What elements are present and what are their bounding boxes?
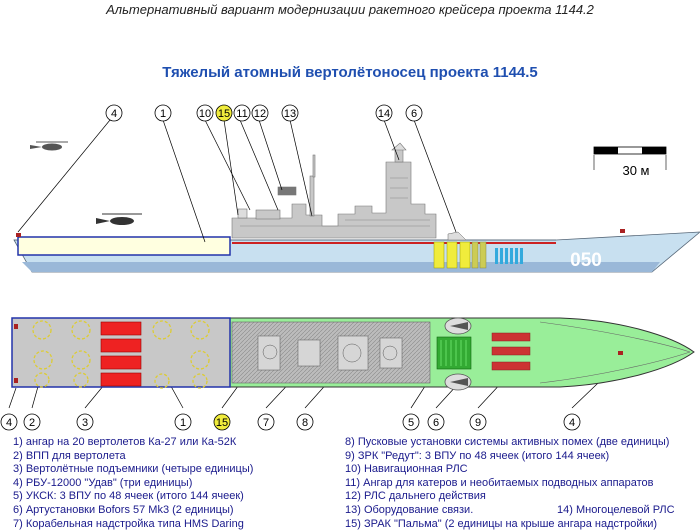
- legend-item: 15) ЗРАК "Пальма" (2 единицы на крыше ан…: [345, 517, 658, 530]
- callout-circle: [405, 104, 423, 122]
- legend-left: 1) ангар на 20 вертолетов Ка-27 или Ка-5…: [13, 436, 253, 531]
- callout-number: 10: [199, 108, 211, 120]
- legend-item: 13) Оборудование связи.: [345, 503, 474, 516]
- legend-item: 4) РБУ-12000 "Удав" (три единицы): [13, 476, 193, 489]
- callout-number: 4: [111, 108, 117, 120]
- callout-circle: [296, 413, 314, 431]
- callout-number: 6: [411, 108, 417, 120]
- callout-number: 3: [82, 417, 88, 429]
- callout-circle: [469, 413, 487, 431]
- legend-item: 2) ВПП для вертолета: [13, 449, 126, 462]
- legend-item-14: 14) Многоцелевой РЛС: [557, 504, 675, 516]
- diagram-title: Тяжелый атомный вертолётоносец проекта 1…: [162, 64, 538, 81]
- callout-circle: [215, 104, 233, 122]
- side-hull-lower: [22, 262, 660, 272]
- side-rbu-aft: [16, 233, 21, 237]
- plan-lifts: [100, 321, 142, 387]
- callout-number: 1: [180, 417, 186, 429]
- plan-bofors-turrets: [444, 317, 472, 391]
- hull-number: 050: [570, 250, 602, 271]
- helicopter-icon: [30, 141, 68, 151]
- callout-number: 15: [218, 108, 230, 120]
- callout-circle: [0, 413, 18, 431]
- callout-circle: [105, 104, 123, 122]
- legend-item: 7) Корабельная надстройка типа HMS Darin…: [13, 517, 244, 530]
- legend-item: 1) ангар на 20 вертолетов Ка-27 или Ка-5…: [13, 436, 237, 448]
- callout-number: 2: [29, 417, 35, 429]
- scale-label: 30 м: [622, 163, 649, 178]
- helicopter-icon: [96, 213, 142, 225]
- callout-number: 5: [408, 417, 414, 429]
- callout-number: 9: [475, 417, 481, 429]
- callout-circle: [233, 104, 251, 122]
- callout-circle: [563, 413, 581, 431]
- callout-circle: [154, 104, 172, 122]
- legend-item: 6) Артустановки Bofors 57 Mk3 (2 единицы…: [13, 503, 234, 516]
- callout-circle: [402, 413, 420, 431]
- callout-circle: [23, 413, 41, 431]
- callout-number: 15: [216, 417, 228, 429]
- scale-bar: 30 м: [593, 146, 667, 178]
- callout-number: 11: [236, 108, 247, 120]
- callout-circle: [427, 413, 445, 431]
- callout-number: 8: [302, 417, 308, 429]
- callout-circle: [251, 104, 269, 122]
- side-leader-lines: [17, 119, 457, 243]
- callout-circle: [375, 104, 393, 122]
- callout-number: 1: [160, 108, 166, 120]
- callout-circle: [76, 413, 94, 431]
- legend-item: 9) ЗРК "Редут": 3 ВПУ по 48 ячеек (итого…: [345, 449, 610, 462]
- callout-number: 6: [433, 417, 439, 429]
- callout-number: 12: [254, 108, 266, 120]
- legend-item: 3) Вертолётные подъемники (четыре единиц…: [13, 463, 254, 476]
- callout-circle: [174, 413, 192, 431]
- side-superstructure: [231, 142, 437, 239]
- plan-rbu: [14, 324, 18, 329]
- legend-item: 10) Навигационная РЛС: [345, 463, 468, 476]
- plan-rbu-bow: [618, 351, 623, 355]
- side-cyan-block: [495, 248, 523, 264]
- callout-number: 14: [378, 108, 390, 120]
- plan-redut: [491, 332, 531, 371]
- page-title: Альтернативный вариант модернизации раке…: [106, 2, 594, 17]
- side-bofors-gun: [447, 231, 467, 241]
- legend-right: 8) Пусковые установки системы активных п…: [345, 436, 669, 531]
- callout-circle: [196, 104, 214, 122]
- side-hangar: [17, 236, 231, 256]
- side-uksk-launchers: [433, 241, 471, 269]
- callout-number: 13: [284, 108, 296, 120]
- callout-number: 7: [263, 417, 269, 429]
- side-rbu-bow: [620, 229, 625, 233]
- plan-view: [11, 317, 695, 391]
- plan-uksk-block: [436, 336, 472, 370]
- side-view: 050: [13, 141, 700, 273]
- callout-circle: [281, 104, 299, 122]
- legend-item: 11) Ангар для катеров и необитаемых подв…: [345, 476, 654, 489]
- callout-circle: [257, 413, 275, 431]
- callout-circle: [213, 413, 231, 431]
- callout-number: 4: [569, 417, 575, 429]
- plan-helipads: [32, 320, 210, 389]
- legend-item: 8) Пусковые установки системы активных п…: [345, 436, 670, 448]
- side-redut-launchers: [471, 241, 487, 269]
- legend-item: 5) УКСК: 3 ВПУ по 48 ячеек (итого 144 яч…: [13, 490, 244, 503]
- callout-number: 4: [6, 417, 12, 429]
- legend-item: 12) РЛС дальнего действия: [345, 490, 486, 503]
- plan-rbu: [14, 378, 18, 383]
